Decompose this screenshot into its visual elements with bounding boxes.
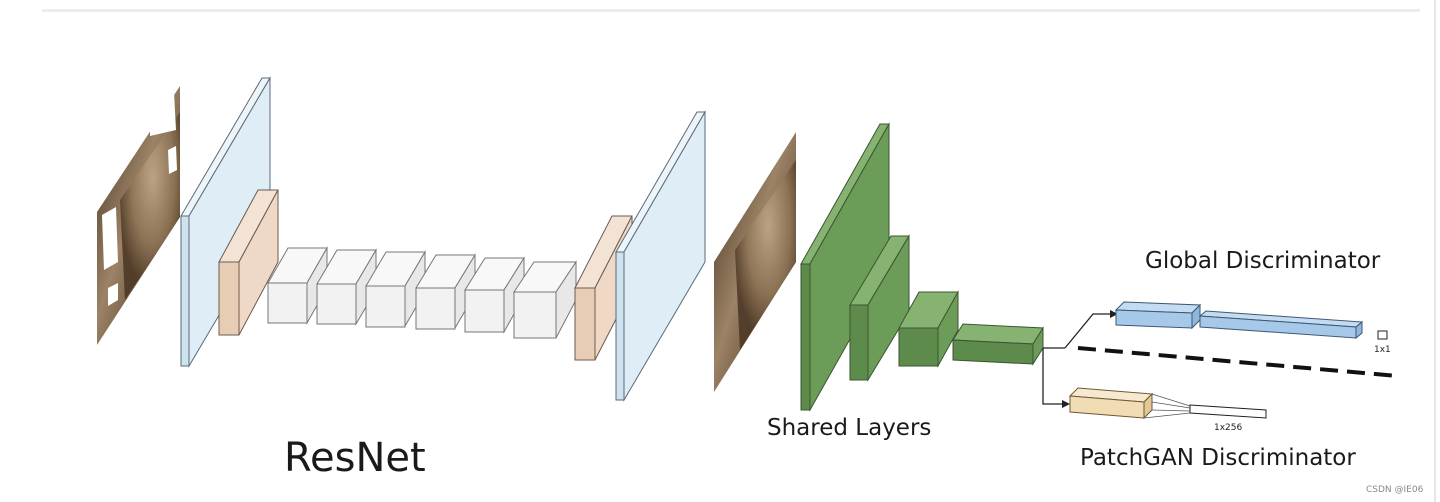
- patchgan-discriminator-branch: [1068, 387, 1267, 420]
- patchgan-discriminator-label: PatchGAN Discriminator: [1080, 445, 1356, 471]
- arrow-to-patch: [1062, 400, 1070, 408]
- global-discriminator-branch: [1114, 301, 1388, 340]
- patch-disc-layer-1: [1068, 387, 1154, 420]
- shared-layers-group: [800, 122, 1044, 412]
- branch-separator-dashed-line: [1077, 346, 1399, 378]
- global-disc-layer-2: [1198, 310, 1364, 340]
- patch-output-map: [1189, 404, 1267, 419]
- global-output-size-label: 1x1: [1374, 345, 1391, 355]
- shared-layer-4: [952, 323, 1044, 366]
- resnet-residual-block-1: [267, 246, 328, 325]
- output-image: [714, 132, 796, 392]
- resnet-output-panel: [615, 110, 706, 402]
- right-border: [1434, 0, 1436, 502]
- global-disc-layer-1: [1114, 301, 1202, 330]
- resnet-conv-in: [218, 189, 279, 336]
- top-divider: [42, 9, 1420, 12]
- shared-layers-label: Shared Layers: [767, 415, 931, 441]
- patch-output-size-label: 1x256: [1214, 423, 1243, 433]
- resnet-block-group: [180, 76, 706, 402]
- watermark: CSDN @IE06: [1366, 485, 1424, 495]
- resnet-label: ResNet: [284, 435, 426, 481]
- resnet-residual-block-4: [415, 253, 476, 330]
- patch-projection-lines: [1143, 393, 1191, 419]
- resnet-input-panel: [180, 76, 271, 368]
- global-discriminator-label: Global Discriminator: [1145, 248, 1381, 274]
- shared-layer-3: [898, 290, 959, 368]
- resnet-residual-block-6: [513, 260, 577, 339]
- resnet-residual-block-3: [365, 250, 426, 328]
- shared-layer-1: [800, 122, 890, 412]
- shared-layer-2: [849, 234, 910, 382]
- branch-connectors: [1042, 313, 1116, 405]
- arrow-to-global: [1110, 310, 1118, 318]
- input-masked-image: [97, 86, 180, 345]
- global-output-cell: [1377, 330, 1388, 340]
